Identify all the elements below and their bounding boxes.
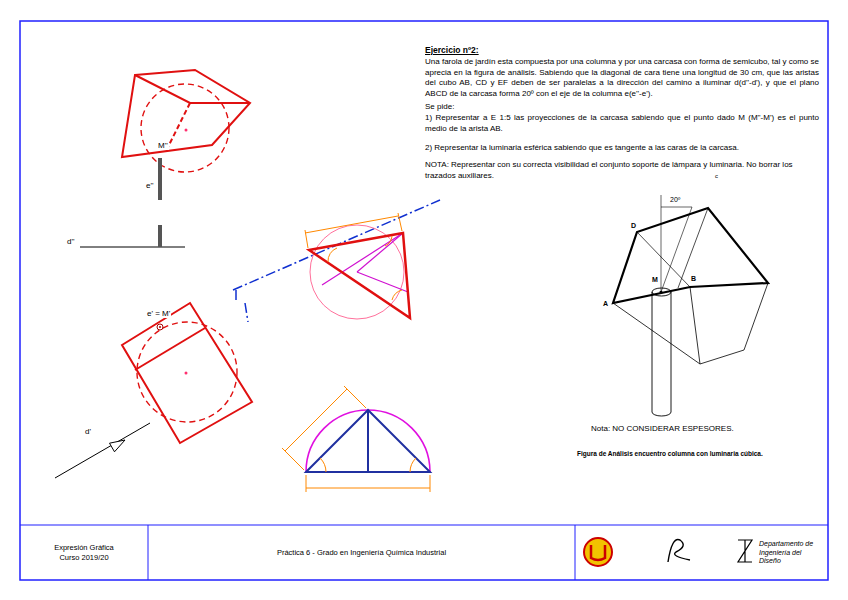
footer-text: Expresión Gráfica <box>22 543 146 552</box>
vertex-label: B <box>690 275 697 282</box>
footer-text: Departamento de Ingeniería del Diseño <box>759 540 821 566</box>
point-label: e'' <box>145 181 155 190</box>
footer-course-cell: Expresión GráficaCurso 2019/20 <box>20 525 148 580</box>
exercise-title: Ejercicio nº2: <box>425 45 479 55</box>
vertex-label: D <box>630 222 637 229</box>
point-label: c <box>714 173 719 179</box>
footer-text: Práctica 6 - Grado en Ingeniería Química… <box>150 548 573 557</box>
footer-text: Curso 2019/20 <box>22 553 146 562</box>
footer-practice-cell: Práctica 6 - Grado en Ingeniería Química… <box>148 525 575 580</box>
department-logo-text: Departamento de Ingeniería del Diseño <box>757 532 823 574</box>
statement-text: 1) Representar a E 1:5 las proyecciones … <box>425 113 819 134</box>
angle-label: 20º <box>669 196 681 203</box>
statement-text: 2) Representar la luminaria esférica sab… <box>425 143 819 154</box>
point-label: e' = M' <box>146 309 171 318</box>
figure-caption: Figura de Análisis encuentro columna con… <box>577 450 763 457</box>
vertex-label: M <box>651 276 659 283</box>
note-text: Nota: NO CONSIDERAR ESPESORES. <box>591 424 734 433</box>
vertex-label: A <box>602 300 609 307</box>
statement-text: NOTA: Representar con su correcta visibi… <box>425 160 819 181</box>
statement-text: Se pide: <box>425 102 454 111</box>
statement-text: Una farola de jardín esta compuesta por … <box>425 57 819 99</box>
point-label: d'' <box>66 237 76 246</box>
point-label: d' <box>84 427 92 436</box>
point-label: M'' <box>157 141 169 150</box>
